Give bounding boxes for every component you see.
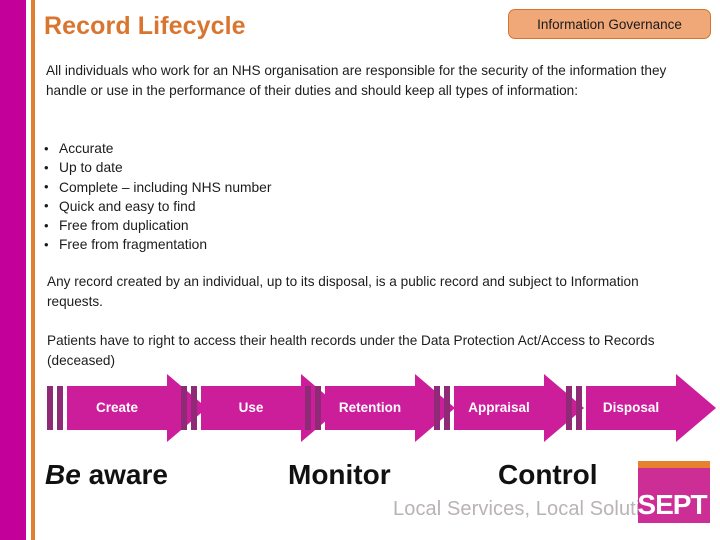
lifecycle-stage[interactable]: Appraisal xyxy=(434,374,584,446)
stage-tick-icon xyxy=(47,386,53,430)
stage-tick-icon xyxy=(305,386,311,430)
phase-word: Monitor xyxy=(288,459,391,491)
phase-word-rest: Control xyxy=(498,459,598,490)
intro-paragraph: All individuals who work for an NHS orga… xyxy=(46,63,667,98)
list-item: Up to date xyxy=(42,158,442,178)
lifecycle-stage[interactable]: Disposal xyxy=(566,374,716,446)
stage-tick-icon xyxy=(434,386,440,430)
lifecycle-stage[interactable]: Create xyxy=(47,374,207,446)
stage-tick-icon xyxy=(576,386,582,430)
stage-tick-icon xyxy=(566,386,572,430)
lifecycle-stage[interactable]: Retention xyxy=(305,374,455,446)
sept-logo-block xyxy=(638,468,710,523)
stage-tick-icon xyxy=(181,386,187,430)
phase-word-lead: Be xyxy=(45,459,81,490)
list-item: Accurate xyxy=(42,138,442,158)
strapline: Local Services, Local Solutions xyxy=(393,498,673,520)
phase-word-rest: Monitor xyxy=(288,459,391,490)
sept-logo-wordmark: SEPT xyxy=(637,489,707,520)
list-item: Complete – including NHS number xyxy=(42,177,442,197)
phase-word-rest: aware xyxy=(80,459,168,490)
stage-label: Retention xyxy=(338,400,402,415)
information-governance-badge-label: Information Governance xyxy=(537,16,682,32)
sept-logo-stripe xyxy=(638,461,710,468)
sept-logo: SEPT xyxy=(637,461,710,523)
chevron-arrow-icon xyxy=(586,374,716,446)
stage-tick-icon xyxy=(57,386,63,430)
public-record-paragraph: Any record created by an individual, up … xyxy=(47,274,639,309)
stage-tick-icon xyxy=(191,386,197,430)
requirements-bullet-list: AccurateUp to dateComplete – including N… xyxy=(42,138,442,255)
stage-label: Create xyxy=(95,400,139,415)
chevron-arrow-icon xyxy=(325,374,455,446)
list-item: Free from duplication xyxy=(42,216,442,236)
stage-tick-icon xyxy=(315,386,321,430)
patient-access-paragraph: Patients have to right to access their h… xyxy=(47,333,655,368)
list-item: Free from fragmentation xyxy=(42,235,442,255)
page-title: Record Lifecycle xyxy=(44,12,246,40)
list-item: Quick and easy to find xyxy=(42,196,442,216)
phase-word: Control xyxy=(498,459,598,491)
chevron-arrow-icon xyxy=(454,374,584,446)
record-lifecycle-diagram: Create Use Retention Appraisal Disposal xyxy=(0,374,720,446)
phase-word: Be aware xyxy=(45,459,168,491)
information-governance-badge: Information Governance xyxy=(508,9,711,39)
stage-tick-icon xyxy=(444,386,450,430)
left-orange-rail xyxy=(31,0,35,540)
stage-label: Disposal xyxy=(602,400,660,415)
stage-label: Use xyxy=(238,400,264,415)
stage-label: Appraisal xyxy=(468,400,530,415)
left-magenta-rail xyxy=(0,0,26,540)
chevron-arrow-icon xyxy=(67,374,207,446)
